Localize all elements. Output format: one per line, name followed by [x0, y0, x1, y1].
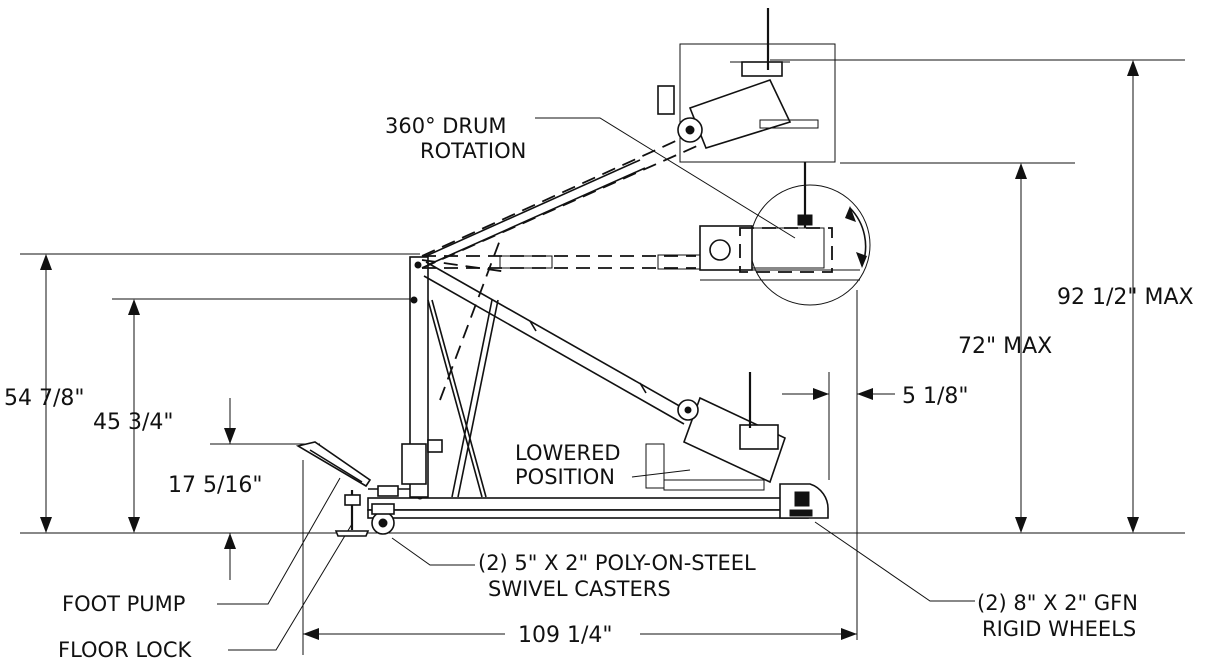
mast	[401, 256, 499, 498]
dim-overall-length: 109 1/4"	[518, 623, 613, 648]
label-drum-rotation-line2: ROTATION	[420, 139, 526, 163]
dim-overall-height: 92 1/2" MAX	[1057, 285, 1194, 310]
base-frame	[334, 483, 829, 537]
label-wheels-line2: RIGID WHEELS	[982, 617, 1136, 641]
label-drum-rotation-line1: 360° DRUM	[385, 114, 507, 138]
dimension-values: 92 1/2" MAX 72" MAX 5 1/8" 54 7/8" 45 3/…	[4, 285, 1194, 648]
dim-mast-height: 54 7/8"	[4, 386, 85, 411]
label-lowered-line1: LOWERED	[515, 441, 621, 465]
drum-rotation-circle	[749, 184, 871, 306]
dim-lower-height: 45 3/4"	[93, 410, 174, 435]
label-floor-lock: FLOOR LOCK	[58, 638, 192, 661]
labels: 360° DRUM ROTATION LOWERED POSITION (2) …	[58, 114, 1138, 661]
label-lowered-line2: POSITION	[515, 465, 615, 489]
label-casters-line2: SWIVEL CASTERS	[488, 577, 671, 601]
dim-lift-height: 72" MAX	[958, 334, 1052, 359]
dimension-lines	[20, 59, 1185, 655]
label-foot-pump: FOOT PUMP	[62, 592, 185, 616]
dim-offset: 5 1/8"	[902, 384, 969, 409]
horizontal-boom-phantom	[422, 162, 860, 281]
leader-lines	[217, 117, 975, 651]
dim-pedal-height: 17 5/16"	[168, 473, 263, 498]
label-casters-line1: (2) 5" X 2" POLY-ON-STEEL	[478, 551, 756, 575]
foot-pump-pedal	[295, 441, 372, 488]
lowered-boom	[423, 261, 786, 491]
label-wheels-line1: (2) 8" X 2" GFN	[977, 591, 1138, 615]
max-position-box	[679, 43, 836, 163]
raised-boom-phantom	[421, 8, 819, 401]
